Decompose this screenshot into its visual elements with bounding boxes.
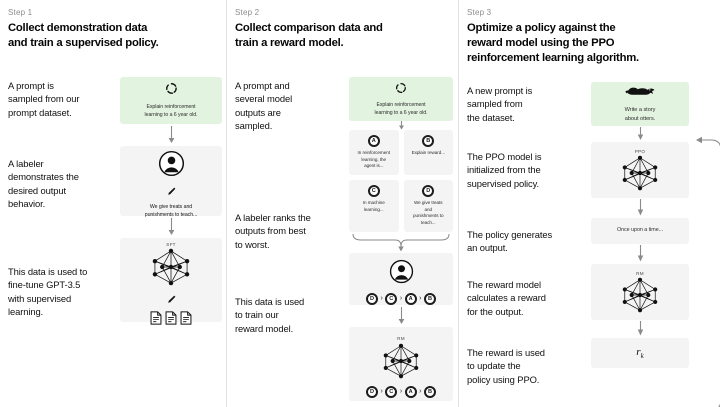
step-3-caption-3: The policy generates an output.: [467, 229, 553, 254]
ranking-row-labeler: D › C › A › B: [365, 292, 437, 305]
rank-sep-1: ›: [380, 295, 383, 303]
reward-symbol: r: [636, 345, 641, 358]
merge-bracket: [349, 232, 453, 253]
arrow-down-5: [591, 126, 689, 142]
output-card-c[interactable]: C In machine learning...: [349, 180, 399, 232]
step-1-sft-label: SFT: [166, 241, 176, 247]
step-3-prompt-text: Write a story about otters.: [624, 107, 656, 122]
output-a-text: In reinforcement learning, the agent is.…: [357, 150, 390, 169]
output-card-b[interactable]: B Explain reward...: [403, 130, 453, 175]
step-3-output-text: Once upon a time...: [616, 227, 664, 234]
otter-icon: [625, 85, 655, 103]
step-2-prompt-box[interactable]: Explain reinforcement learning to a 6 ye…: [349, 77, 453, 122]
step-3-column: Step 3 Optimize a policy against the rew…: [458, 0, 720, 407]
badge-b: B: [422, 135, 435, 148]
step-2-column: Step 2 Collect comparison data and train…: [226, 0, 458, 407]
step-2-caption-1: A prompt and several model outputs are s…: [235, 80, 293, 132]
ranking-row-rm: D › C › A › B: [365, 385, 437, 398]
labeler-icon: [158, 150, 185, 182]
badge-c: C: [367, 185, 380, 197]
step-3-caption-4: The reward model calculates a reward for…: [467, 279, 546, 317]
step-2-caption-3: This data is used to train our reward mo…: [235, 296, 305, 334]
recycle-icon: [395, 81, 407, 99]
rank-sep-2: ›: [399, 295, 403, 303]
step-2-rm-label: RM: [397, 335, 405, 341]
step-2-rm-box[interactable]: RM: [349, 326, 453, 401]
step-3-title: Optimize a policy against the reward mod…: [467, 22, 639, 65]
step-1-title: Collect demonstration data and train a s…: [8, 22, 159, 50]
step-2-outputs-grid: A In reinforcement learning, the agent i…: [349, 130, 453, 232]
step-3-caption-5: The reward is used to update the policy …: [467, 347, 545, 385]
rank-badge-3: A: [404, 292, 417, 305]
step-3-label: Step 3: [467, 8, 492, 17]
step-1-sft-box[interactable]: SFT: [120, 238, 222, 325]
step-3-prompt-box[interactable]: Write a story about otters.: [591, 82, 689, 127]
step-2-ranking-box[interactable]: D › C › A › B: [349, 252, 453, 305]
step-2-flow: Explain reinforcement learning to a 6 ye…: [349, 77, 453, 401]
arrow-down-7: [591, 244, 689, 264]
reward-subscript: k: [640, 352, 644, 361]
recycle-icon: [165, 82, 178, 100]
step-1-caption-2: A labeler demonstrates the desired outpu…: [8, 158, 79, 210]
arrow-down-3: [349, 121, 453, 130]
arrow-down-8: [591, 320, 689, 338]
step-1-labeler-box[interactable]: We give treats and punishments to teach.…: [120, 146, 222, 218]
rm-rank-sep-1: ›: [380, 388, 383, 396]
neural-net-icon: [380, 343, 422, 384]
neural-net-icon: [619, 155, 661, 196]
step-2-label: Step 2: [235, 8, 260, 17]
step-1-prompt-text: Explain reinforcement learning to a 6 ye…: [144, 104, 198, 118]
step-2-prompt-text: Explain reinforcement learning to a 6 ye…: [374, 102, 428, 116]
output-b-text: Explain reward...: [411, 150, 445, 156]
labeler-icon: [389, 259, 414, 289]
arrow-down-6: [591, 198, 689, 218]
step-1-prompt-box[interactable]: Explain reinforcement learning to a 6 ye…: [120, 77, 222, 125]
output-c-text: In machine learning...: [362, 200, 385, 212]
arrow-down-1: [120, 124, 222, 146]
step-3-output-box[interactable]: Once upon a time...: [591, 218, 689, 245]
reward-value: rk: [636, 346, 643, 360]
step-3-ppo-label: PPO: [634, 149, 646, 155]
step-1-caption-1: A prompt is sampled from our prompt data…: [8, 80, 80, 118]
step-3-caption-1: A new prompt is sampled from the dataset…: [467, 85, 533, 123]
output-d-text: We give treats and punishments to teach.…: [413, 200, 444, 225]
step-2-title: Collect comparison data and train a rewa…: [235, 22, 383, 50]
neural-net-icon: [149, 248, 193, 291]
documents-icon: [150, 310, 192, 325]
pencil-icon: [166, 292, 177, 310]
rm-rank-badge-1: D: [365, 385, 378, 398]
step-1-caption-3: This data is used to fine-tune GPT-3.5 w…: [8, 266, 88, 318]
neural-net-icon: [619, 277, 661, 318]
step-3-flow: Write a story about otters. PPO: [591, 82, 689, 369]
step-1-label: Step 1: [8, 8, 33, 17]
output-card-a[interactable]: A In reinforcement learning, the agent i…: [349, 130, 399, 175]
rank-badge-1: D: [365, 292, 378, 305]
rm-rank-sep-3: ›: [419, 388, 422, 396]
step-1-column: Step 1 Collect demonstration data and tr…: [0, 0, 226, 407]
step-1-labeler-text: We give treats and punishments to teach.…: [144, 204, 198, 218]
rm-rank-badge-3: A: [404, 385, 417, 398]
step-1-flow: Explain reinforcement learning to a 6 ye…: [120, 77, 222, 325]
arrow-down-4: [349, 305, 453, 327]
rank-sep-3: ›: [419, 295, 422, 303]
rm-rank-badge-2: C: [385, 385, 398, 398]
output-card-d[interactable]: D We give treats and punishments to teac…: [403, 180, 453, 232]
step-3-caption-2: The PPO model is initialized from the su…: [467, 151, 542, 189]
rank-badge-4: B: [424, 292, 437, 305]
rm-rank-sep-2: ›: [399, 388, 403, 396]
rm-rank-badge-4: B: [424, 385, 437, 398]
step-2-caption-2: A labeler ranks the outputs from best to…: [235, 212, 311, 250]
badge-d: D: [422, 185, 435, 197]
step-3-reward-box[interactable]: rk: [591, 338, 689, 369]
step-3-ppo-box[interactable]: PPO: [591, 142, 689, 199]
step-3-rm-label: RM: [636, 271, 644, 277]
rank-badge-2: C: [385, 292, 398, 305]
pencil-icon: [166, 184, 177, 202]
step-3-rm-box[interactable]: RM: [591, 264, 689, 321]
badge-a: A: [367, 135, 380, 148]
arrow-down-2: [120, 216, 222, 238]
